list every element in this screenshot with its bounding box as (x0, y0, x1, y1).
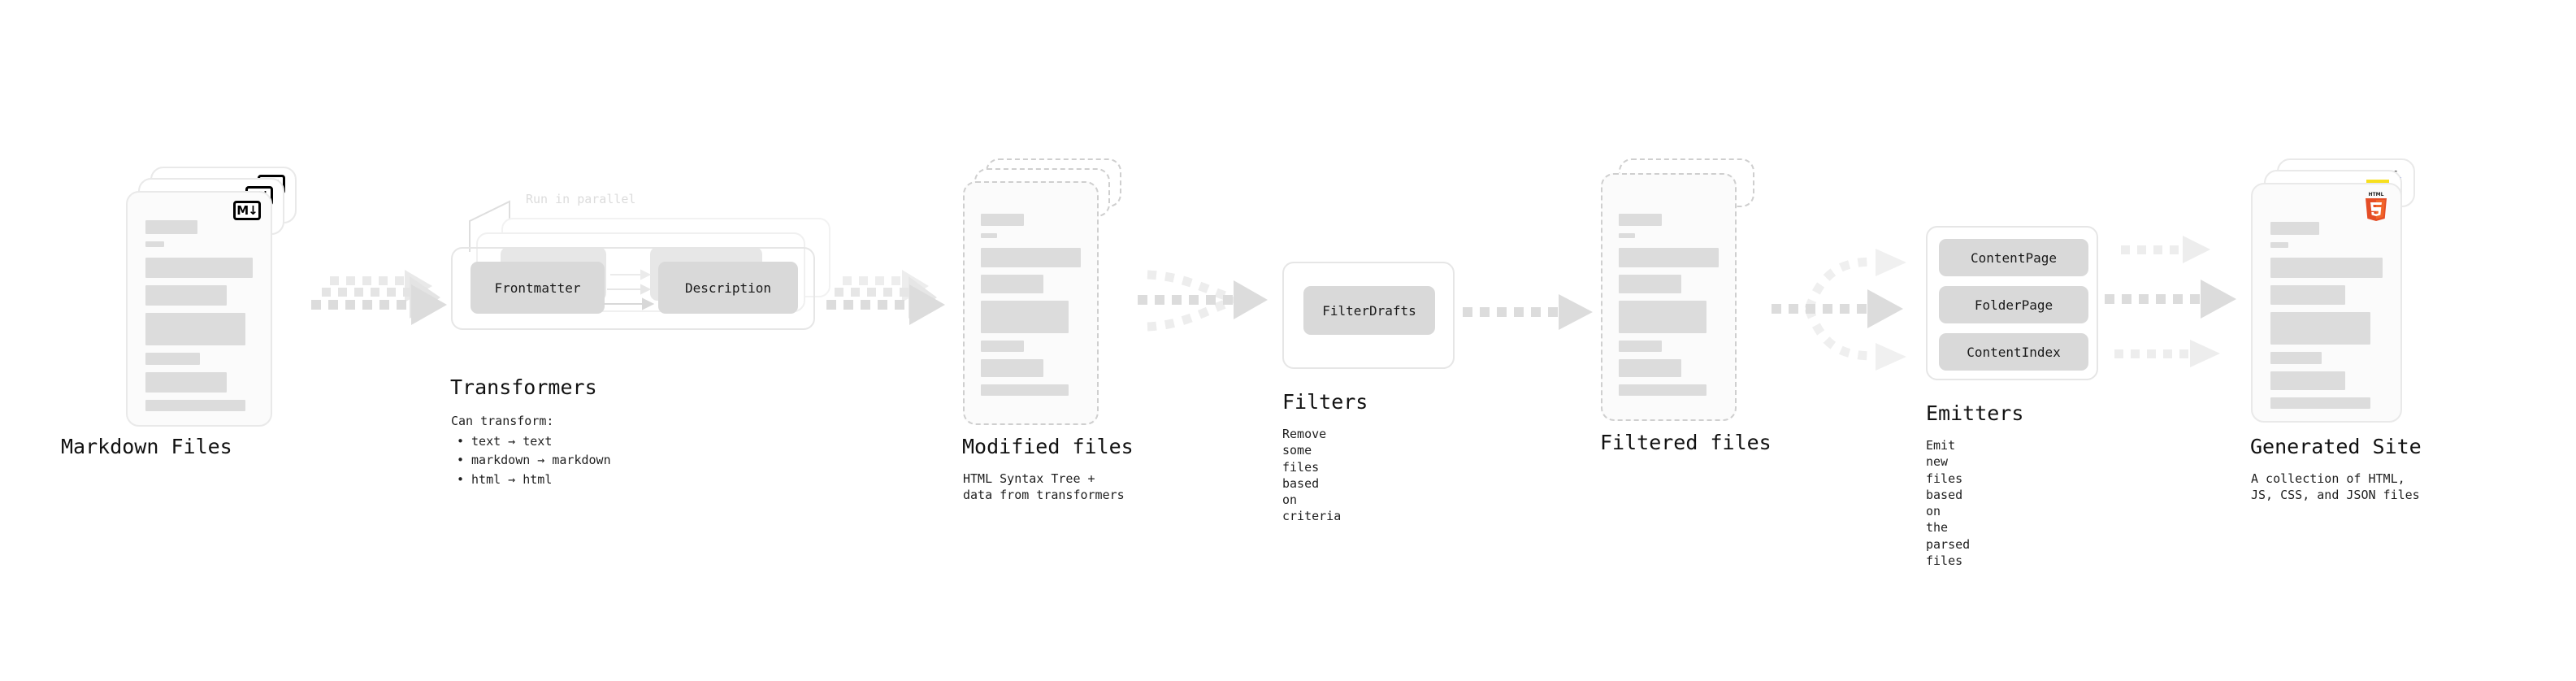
emitters-title: Emitters (1926, 401, 2024, 425)
arrow-filters-to-filtered (1463, 294, 1593, 330)
document-skeleton (981, 214, 1081, 403)
arrow-markdown-to-transformers (311, 270, 447, 325)
generated-site-stack: CSS HTML (2251, 158, 2438, 427)
filtered-files-group: Filtered files (1600, 158, 1776, 454)
modified-file-front (963, 181, 1099, 425)
bullet-text: text → text (451, 432, 611, 451)
transformers-subhead: Can transform: (451, 414, 554, 428)
modified-files-group: Modified files HTML Syntax Tree + data f… (962, 158, 1138, 502)
chip-description[interactable]: Description (658, 262, 798, 314)
generated-site-subtitle: A collection of HTML, JS, CSS, and JSON … (2251, 471, 2420, 503)
filtered-file-front (1601, 173, 1737, 421)
document-skeleton (2270, 222, 2383, 416)
filters-title: Filters (1282, 390, 1368, 414)
run-in-parallel-note: Run in parallel (526, 192, 636, 206)
filtered-file-stack (1601, 158, 1776, 427)
chip-filterdrafts[interactable]: FilterDrafts (1303, 286, 1435, 335)
markdown-files-title: Markdown Files (61, 435, 232, 458)
svg-text:HTML: HTML (2369, 192, 2384, 197)
transformers-title: Transformers (450, 375, 597, 399)
markdown-file-stack: M↓ M↓ M↓ (126, 167, 301, 427)
document-skeleton (1619, 214, 1719, 403)
filtered-files-title: Filtered files (1600, 431, 1772, 454)
chip-contentpage-label: ContentPage (1971, 249, 2057, 266)
bullet-html: html → html (451, 471, 611, 489)
chip-description-label: Description (685, 280, 771, 296)
markdown-file-front: M↓ (126, 191, 272, 427)
arrow-filtered-to-emitters (1772, 249, 1906, 371)
transformer-card-front: Frontmatter Description (451, 247, 815, 330)
transformers-bullets: text → text markdown → markdown html → h… (451, 432, 611, 489)
emitters-box: ContentPage FolderPage ContentIndex (1926, 226, 2098, 380)
chip-contentindex[interactable]: ContentIndex (1939, 333, 2088, 371)
chip-frontmatter-label: Frontmatter (494, 280, 581, 296)
chip-filterdrafts-label: FilterDrafts (1322, 302, 1416, 319)
generated-site-group: CSS HTML (2250, 158, 2438, 502)
markdown-icon: M↓ (233, 201, 261, 220)
filters-box: FilterDrafts (1282, 262, 1455, 369)
chip-contentpage[interactable]: ContentPage (1939, 239, 2088, 276)
chip-folderpage-label: FolderPage (1974, 297, 2053, 313)
markdown-files-group: M↓ M↓ M↓ Markdown Files (61, 167, 301, 458)
html5-icon: HTML (2366, 192, 2387, 221)
chip-folderpage[interactable]: FolderPage (1939, 286, 2088, 323)
markdown-icon-label: M↓ (236, 202, 258, 218)
chip-contentindex-label: ContentIndex (1967, 344, 2061, 360)
arrow-emitters-to-site (2105, 236, 2236, 367)
bullet-markdown: markdown → markdown (451, 451, 611, 470)
chip-frontmatter[interactable]: Frontmatter (471, 262, 605, 314)
arrow-transformers-to-modified (826, 270, 945, 325)
modified-files-subtitle: HTML Syntax Tree + data from transformer… (963, 471, 1125, 503)
generated-site-title: Generated Site (2250, 435, 2422, 458)
modified-file-stack (963, 158, 1138, 427)
generated-file-html: HTML (2251, 183, 2402, 423)
filters-subtitle: Remove some files based on criteria (1282, 427, 1342, 524)
emitters-subtitle: Emit new files based on the parsed files (1926, 438, 1971, 568)
arrow-modified-to-filters (1138, 270, 1268, 332)
document-skeleton (145, 220, 253, 419)
modified-files-title: Modified files (962, 435, 1134, 458)
